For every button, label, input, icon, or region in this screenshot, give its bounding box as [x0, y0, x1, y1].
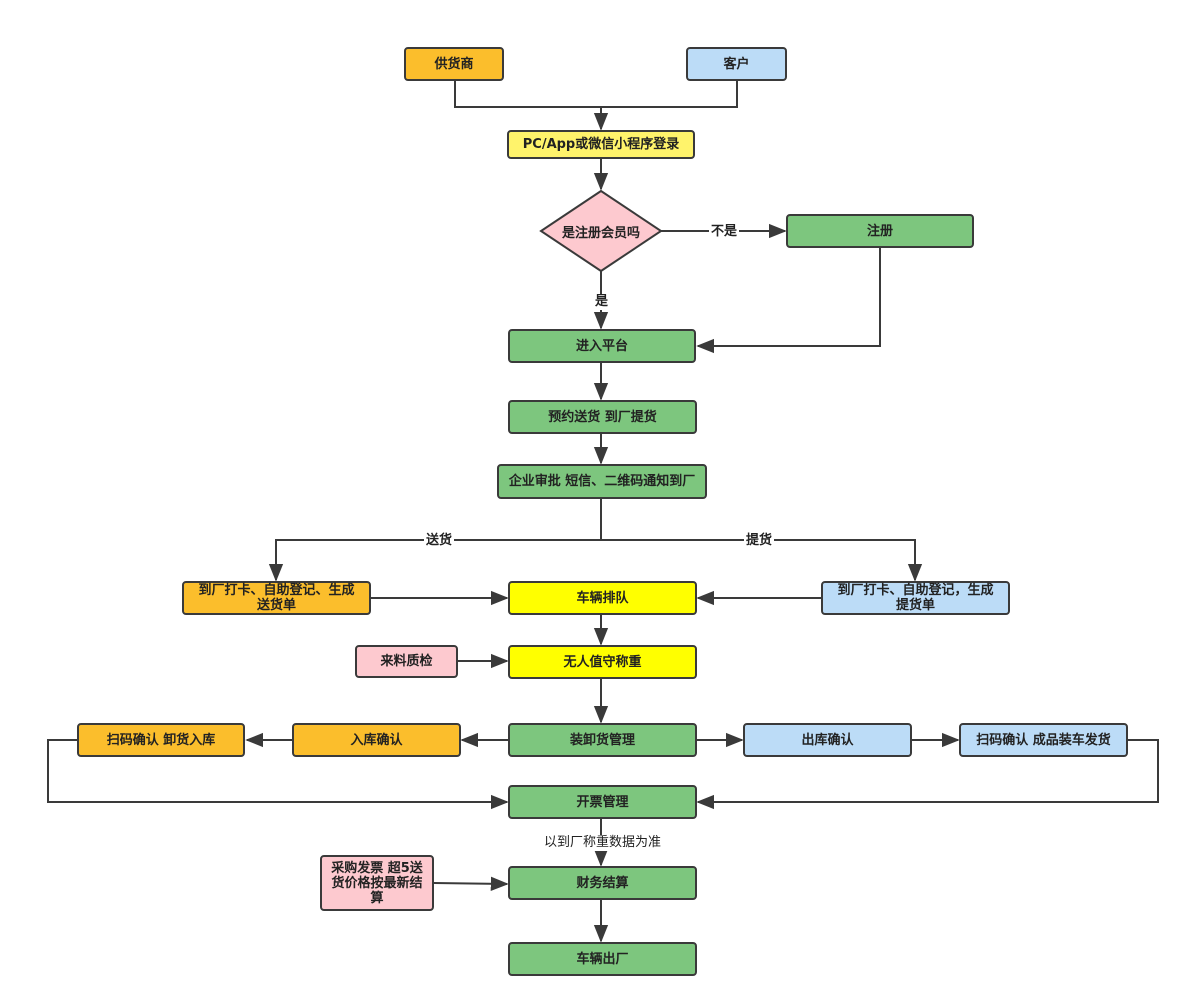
node-scan-load: 扫码确认 成品装车发货	[959, 723, 1128, 757]
node-weighing-label: 无人值守称重	[563, 654, 642, 670]
edge-split-delivery	[268, 539, 601, 582]
node-approve-label: 企业审批 短信、二维码通知到厂	[508, 474, 696, 489]
node-vehicle-exit: 车辆出厂	[508, 942, 697, 976]
node-scan-unload: 扫码确认 卸货入库	[77, 723, 245, 757]
node-supplier: 供货商	[404, 47, 504, 81]
edge-customer-login	[601, 80, 738, 108]
node-register-label: 注册	[866, 223, 893, 239]
node-queue-label: 车辆排队	[576, 590, 629, 606]
node-arrive-delivery-label: 到厂打卡、自助登记、生成送货单	[198, 583, 355, 613]
node-scan-unload-label: 扫码确认 卸货入库	[106, 732, 216, 748]
edge-label-weight-basis: 以到厂称重数据为准	[542, 835, 664, 851]
node-outbound-confirm: 出库确认	[743, 723, 912, 757]
node-load-unload-mgmt: 装卸货管理	[508, 723, 697, 757]
node-login: PC/App或微信小程序登录	[507, 130, 695, 159]
node-finance-settlement: 财务结算	[508, 866, 697, 900]
node-outbound-confirm-label: 出库确认	[801, 732, 854, 748]
node-inbound-confirm: 入库确认	[292, 723, 461, 757]
edge-label-delivery: 送货	[424, 533, 455, 549]
node-reserve-label: 预约送货 到厂提货	[548, 409, 657, 425]
node-is-member: 是注册会员吗	[551, 220, 651, 242]
node-customer-label: 客户	[723, 56, 750, 72]
node-vehicle-exit-label: 车辆出厂	[576, 951, 629, 967]
edge-scanunload-invoice	[47, 739, 509, 810]
node-login-label: PC/App或微信小程序登录	[522, 137, 680, 152]
node-scan-load-label: 扫码确认 成品装车发货	[976, 732, 1111, 748]
node-approve: 企业审批 短信、二维码通知到厂	[497, 464, 707, 499]
node-invoice-mgmt-label: 开票管理	[576, 794, 629, 810]
node-inbound-confirm-label: 入库确认	[350, 732, 403, 748]
node-arrive-pickup: 到厂打卡、自助登记，生成提货单	[821, 581, 1010, 615]
node-arrive-delivery: 到厂打卡、自助登记、生成送货单	[182, 581, 371, 615]
edge-label-pickup: 提货	[744, 533, 775, 549]
node-reserve: 预约送货 到厂提货	[508, 400, 697, 434]
node-supplier-label: 供货商	[434, 56, 474, 72]
edge-scanload-invoice	[696, 739, 1159, 810]
node-customer: 客户	[686, 47, 787, 81]
node-purchase-invoice: 采购发票 超5送货价格按最新结算	[320, 855, 434, 911]
node-material-qc-label: 来料质检	[380, 654, 433, 669]
edge-purchase-finance	[433, 876, 509, 891]
edge-split-pickup	[601, 539, 923, 582]
node-load-unload-mgmt-label: 装卸货管理	[569, 732, 635, 748]
node-enter-platform-label: 进入平台	[575, 338, 628, 354]
node-finance-settlement-label: 财务结算	[576, 875, 629, 891]
node-weighing: 无人值守称重	[508, 645, 697, 679]
edge-register-enter	[696, 247, 881, 354]
node-queue: 车辆排队	[508, 581, 697, 615]
edge-supplier-login	[454, 80, 601, 108]
node-invoice-mgmt: 开票管理	[508, 785, 697, 819]
node-is-member-label: 是注册会员吗	[561, 225, 640, 241]
node-purchase-invoice-label: 采购发票 超5送货价格按最新结算	[331, 860, 423, 906]
edge-label-no: 不是	[709, 224, 740, 240]
edge-label-yes: 是	[593, 294, 611, 310]
node-material-qc: 来料质检	[355, 645, 458, 678]
decision-diamond-shape	[539, 189, 663, 273]
node-enter-platform: 进入平台	[508, 329, 696, 363]
node-arrive-pickup-label: 到厂打卡、自助登记，生成提货单	[837, 583, 994, 613]
node-register: 注册	[786, 214, 974, 248]
